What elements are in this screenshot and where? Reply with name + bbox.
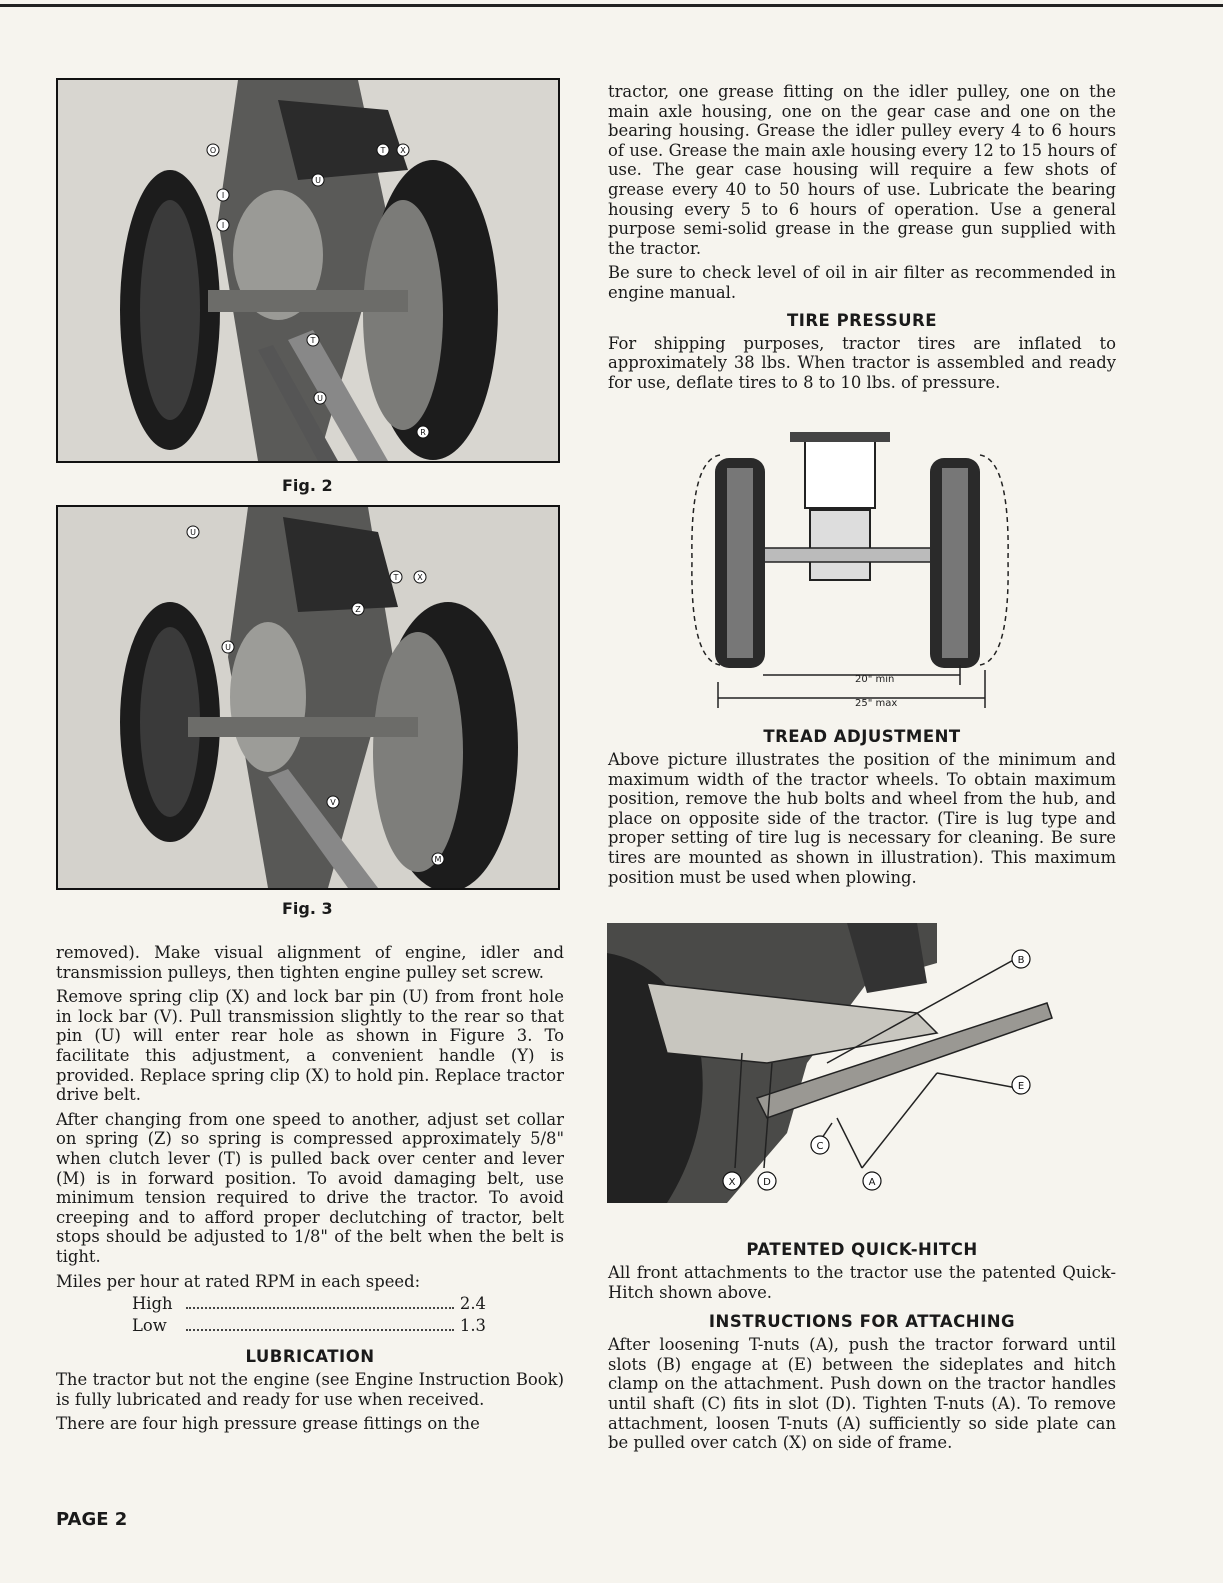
tread-diagram: 20" min 25" max [680,420,1020,710]
hitch-callout: C [817,1141,824,1152]
fig2-callout: X [400,146,406,155]
body-paragraph: Be sure to check level of oil in air fil… [608,263,1116,302]
figure-2-caption: Fig. 2 [282,476,333,495]
hitch-callout: E [1018,1081,1024,1092]
fig2-callout: U [315,176,321,185]
speed-value: 2.4 [459,1294,486,1314]
fig3-callout: U [225,643,231,652]
fig3-callout: X [417,573,423,582]
fig2-callout: R [420,428,426,437]
speed-table: High 2.4 Low 1.3 [56,1293,564,1337]
right-column-bottom: PATENTED QUICK-HITCH All front attachmen… [608,1240,1116,1458]
speed-label: High [132,1294,173,1314]
instructions-heading: INSTRUCTIONS FOR ATTACHING [708,1312,1016,1332]
quick-hitch-photo: B E C A X D [607,923,1057,1203]
hitch-callout: A [869,1177,876,1188]
body-paragraph: Miles per hour at rated RPM in each spee… [56,1271,421,1291]
figure-2-photo: O I I T X U T U R [56,78,560,463]
fig3-callout: Z [355,605,361,614]
body-paragraph: tractor, one grease fitting on the idler… [608,82,1116,258]
fig2-callout: T [310,336,316,345]
hitch-callout: B [1018,955,1025,966]
quick-hitch-heading: PATENTED QUICK-HITCH [746,1240,978,1259]
fig3-callout: M [435,855,442,864]
fig3-callout: V [330,798,336,807]
lubrication-heading: LUBRICATION [245,1347,375,1367]
speed-label: Low [132,1316,167,1336]
fig3-callout: U [190,528,196,537]
fig2-callout: I [222,191,224,200]
page-number: PAGE 2 [56,1509,128,1530]
hitch-callout: X [729,1177,736,1188]
body-paragraph: After loosening T-nuts (A), push the tra… [608,1335,1116,1453]
tread-adjustment-heading: TREAD ADJUSTMENT [763,727,961,746]
hitch-callout: D [763,1177,771,1188]
fig2-callout: O [210,146,216,155]
body-paragraph: For shipping purposes, tractor tires are… [608,333,1116,392]
body-paragraph: Above picture illustrates the position o… [608,750,1116,887]
fig2-callout: I [222,221,224,230]
right-column-middle: TREAD ADJUSTMENT Above picture illustrat… [608,727,1116,892]
body-paragraph: removed). Make visual alignment of engin… [56,943,564,982]
tread-max-label: 25" max [855,698,897,709]
speed-row-high: High 2.4 [132,1293,486,1315]
fig2-callout: U [317,394,323,403]
figure-3-caption: Fig. 3 [282,899,333,918]
tread-min-label: 20" min [855,674,894,685]
speed-value: 1.3 [459,1316,486,1336]
leader-dots [186,1293,454,1310]
top-rule [0,4,1223,7]
body-paragraph: Remove spring clip (X) and lock bar pin … [56,987,564,1105]
fig2-callout: T [380,146,386,155]
right-column-top: tractor, one grease fitting on the idler… [608,82,1116,397]
speed-row-low: Low 1.3 [132,1315,486,1337]
leader-dots [186,1315,454,1332]
left-column-text: removed). Make visual alignment of engin… [56,943,564,1439]
body-paragraph: There are four high pressure grease fitt… [56,1414,480,1434]
tire-pressure-heading: TIRE PRESSURE [786,310,938,330]
body-paragraph: The tractor but not the engine (see Engi… [56,1370,564,1409]
fig3-callout: T [393,573,399,582]
figure-3-photo: U T X Z U V M [56,505,560,890]
body-paragraph: After changing from one speed to another… [56,1109,564,1266]
body-paragraph: All front attachments to the tractor use… [608,1263,1116,1302]
